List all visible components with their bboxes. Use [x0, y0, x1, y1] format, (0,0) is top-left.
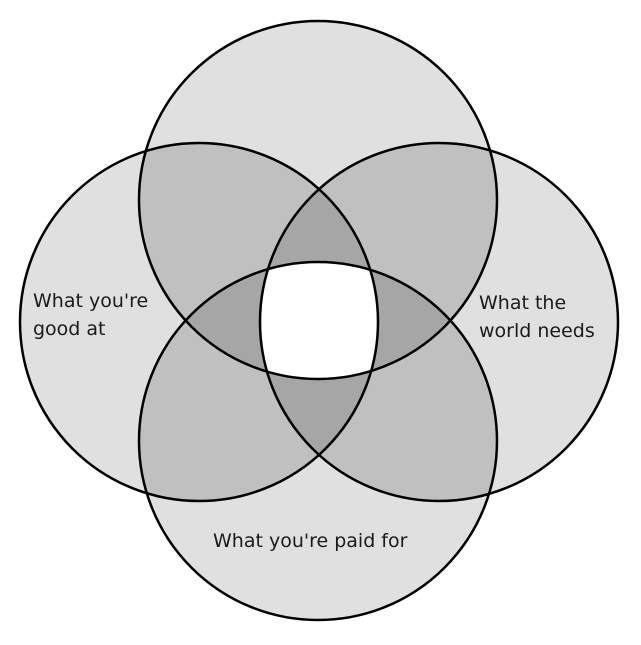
bottom-circle-outline	[137, 260, 499, 622]
right-circle-outline	[258, 141, 620, 503]
circle-outlines	[18, 19, 620, 622]
bottom-circle-label: What you're paid for	[213, 530, 408, 552]
overlap-bottom-left-right	[260, 262, 378, 501]
left-circle-label: What you're good at	[33, 290, 149, 340]
overlap-top-left-right	[260, 143, 378, 379]
overlap-right-top-bottom	[260, 262, 497, 379]
top-circle-outline	[137, 19, 499, 381]
right-circle-label: What the world needs	[479, 292, 595, 342]
triple-overlap-fills	[139, 143, 497, 501]
left-circle-outline	[18, 141, 380, 503]
overlap-left-top-bottom	[139, 262, 378, 379]
